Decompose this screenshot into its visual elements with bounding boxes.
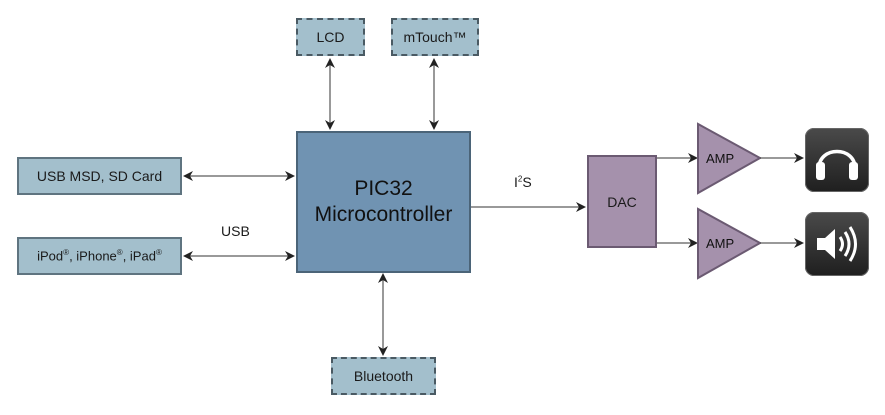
headphones-icon <box>816 149 858 180</box>
dac-label: DAC <box>607 193 637 210</box>
mcu-label-line2: Microcontroller <box>314 203 453 226</box>
speaker-icon <box>817 226 857 262</box>
mcu-label-line1: PIC32 <box>354 177 413 200</box>
lcd-label: LCD <box>316 29 345 45</box>
usb-msd-block: USB MSD, SD Card <box>17 157 182 195</box>
mtouch-label: mTouch™ <box>403 29 467 45</box>
i2s-bus-label: I2S <box>514 174 532 190</box>
speaker-output-tile <box>805 212 869 276</box>
mtouch-block: mTouch™ <box>391 18 479 56</box>
amp1-label: AMP <box>706 151 735 166</box>
apple-devices-label: iPod®, iPhone®, iPad® <box>37 248 162 264</box>
lcd-block: LCD <box>296 18 365 56</box>
amp2-label: AMP <box>706 236 735 251</box>
usb-bus-label: USB <box>221 223 250 239</box>
bluetooth-label: Bluetooth <box>353 368 414 384</box>
bluetooth-block: Bluetooth <box>331 357 436 395</box>
pic32-mcu-block: PIC32 Microcontroller <box>296 131 471 273</box>
amp1-triangle <box>697 122 763 195</box>
dac-block: DAC <box>587 155 657 248</box>
amp2-triangle <box>697 207 763 280</box>
apple-devices-block: iPod®, iPhone®, iPad® <box>17 237 182 275</box>
usb-msd-label: USB MSD, SD Card <box>36 168 163 184</box>
headphones-output-tile <box>805 128 869 192</box>
